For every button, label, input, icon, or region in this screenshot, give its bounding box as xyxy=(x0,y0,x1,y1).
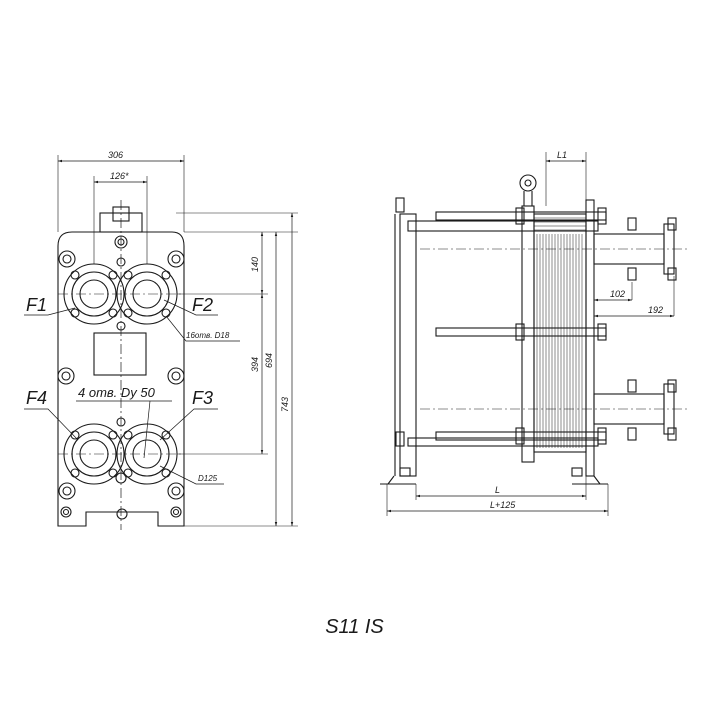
corner-bolt-mr xyxy=(167,367,185,385)
corner-bolt-ml xyxy=(57,367,75,385)
dim-nozzle: 102 xyxy=(610,289,625,299)
tie-rod-bottom xyxy=(435,431,607,441)
port-label-f3: F3 xyxy=(192,388,213,408)
side-view xyxy=(380,152,690,516)
dim-top-port: 140 xyxy=(250,257,260,272)
front-window xyxy=(93,332,147,376)
dim-inner-height: 694 xyxy=(264,353,274,368)
port-label-f4: F4 xyxy=(26,388,47,408)
corner-bolt-tl xyxy=(58,250,76,268)
dim-width: 306 xyxy=(108,150,123,160)
dim-port-spacing: 126* xyxy=(110,171,129,181)
dim-l1: L1 xyxy=(557,150,567,160)
corner-bolt-bl xyxy=(58,482,76,500)
plate-pack-lines xyxy=(534,217,586,448)
top-guide-bar xyxy=(407,220,599,232)
dim-flange-offset: 192 xyxy=(648,305,663,315)
port-label-f2: F2 xyxy=(192,295,213,315)
bolt-note: 16отв. D18 xyxy=(186,331,230,340)
front-view xyxy=(24,155,298,530)
frame-plate xyxy=(399,213,417,477)
drawing-caption: S11 IS xyxy=(325,616,384,638)
tie-rod-top xyxy=(435,211,607,221)
dim-overall-length: L+125 xyxy=(490,500,516,510)
rear-frame-plate xyxy=(585,199,595,477)
bottom-bolt-l xyxy=(60,506,72,518)
dim-length: L xyxy=(495,485,500,495)
corner-bolt-tr xyxy=(167,250,185,268)
port-label-f1: F1 xyxy=(26,295,47,315)
tie-rod-mid xyxy=(435,327,607,337)
front-plate-outline xyxy=(57,231,185,527)
dim-port-vertical: 394 xyxy=(250,357,260,372)
bottom-bolt-r xyxy=(170,506,182,518)
hole-note: 4 отв. Dy 50 xyxy=(78,385,156,400)
dim-overall-height: 743 xyxy=(280,397,290,412)
plate-pack xyxy=(533,213,587,453)
flange-dim: D125 xyxy=(198,474,218,483)
lifting-eye xyxy=(519,174,537,192)
corner-bolt-br xyxy=(167,482,185,500)
